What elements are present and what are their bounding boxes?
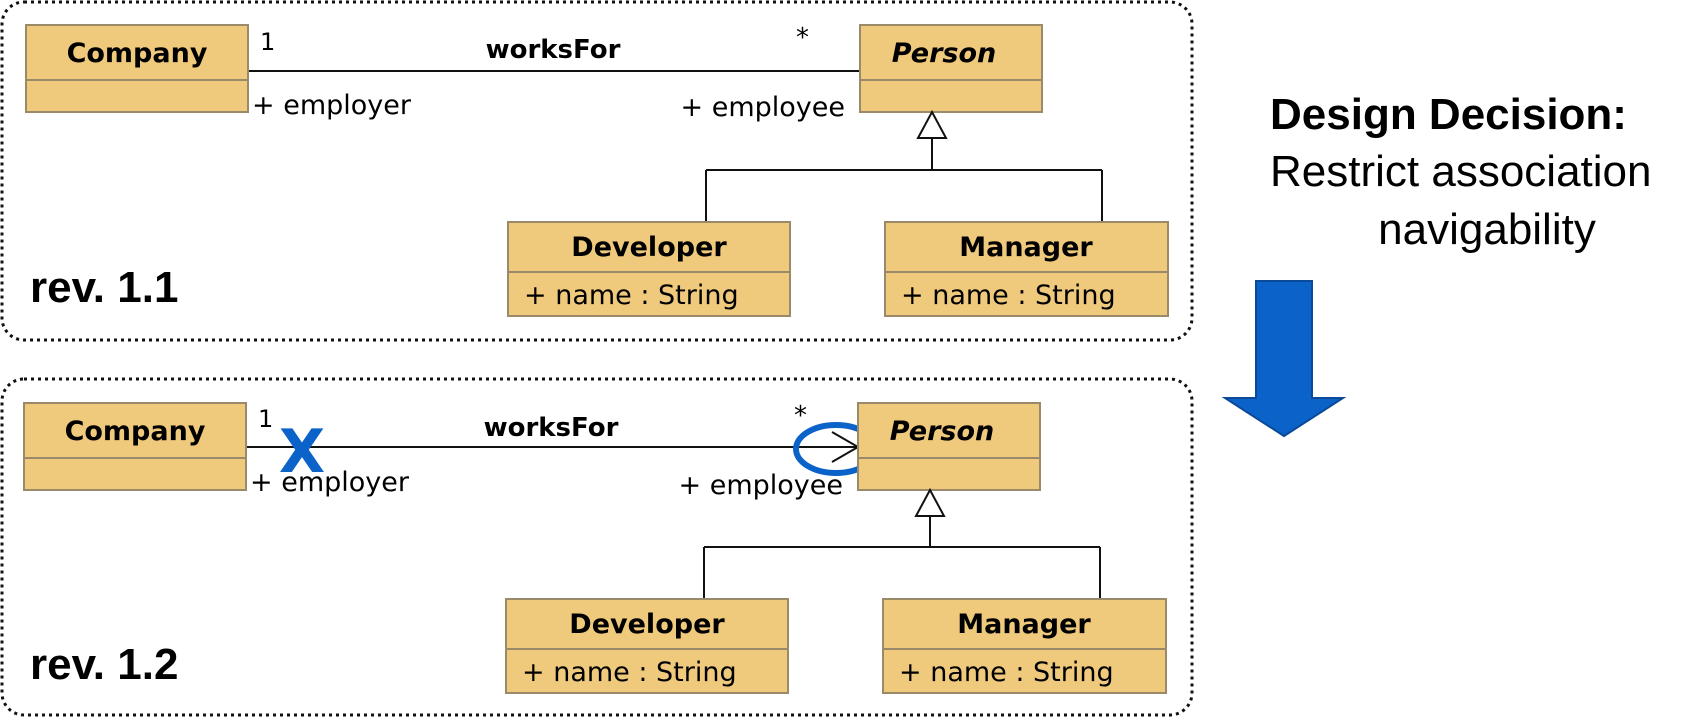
class-name: Manager (959, 232, 1093, 263)
class-name: Company (65, 416, 206, 447)
design-decision-annotation: Design Decision: Restrict association na… (1270, 90, 1651, 254)
non-navigable-x-icon: X (279, 417, 325, 487)
role-employee: + employee (679, 470, 843, 501)
design-decision-description-line-2: navigability (1378, 205, 1596, 254)
design-decision-description-line-1: Restrict association (1270, 147, 1651, 196)
class-name: Manager (957, 609, 1091, 640)
down-arrow-icon (1221, 280, 1347, 438)
panel-rev-1-1: worksFor 1 * + employer + employee Compa… (0, 0, 1194, 342)
revision-label: rev. 1.2 (30, 640, 178, 689)
class-name: Person (892, 38, 997, 69)
class-developer: Developer + name : String (505, 598, 789, 694)
class-person: Person (857, 402, 1041, 491)
panel-rev-1-2: worksFor 1 * + employer + employee X Com… (0, 377, 1194, 717)
class-attribute: + name : String (524, 280, 739, 311)
generalization (705, 109, 1103, 222)
class-attribute: + name : String (899, 657, 1114, 688)
multiplicity-company: 1 (258, 405, 273, 433)
role-employer: + employer (252, 90, 412, 121)
association-name: worksFor (486, 35, 621, 65)
role-employer: + employer (250, 467, 410, 498)
class-developer: Developer + name : String (507, 221, 791, 317)
generalization (703, 487, 1101, 599)
inheritance-triangle-icon (916, 109, 948, 139)
class-company: Company (23, 402, 247, 491)
class-name: Developer (571, 232, 727, 263)
design-decision-title: Design Decision: (1270, 90, 1627, 139)
association-name: worksFor (484, 413, 619, 443)
class-name: Person (890, 416, 995, 447)
panel-border (0, 0, 1194, 342)
inheritance-triangle-icon (914, 487, 946, 517)
revision-label: rev. 1.1 (30, 263, 178, 312)
multiplicity-person: * (796, 23, 809, 53)
class-person: Person (859, 24, 1043, 113)
class-attribute: + name : String (901, 280, 1116, 311)
role-employee: + employee (681, 92, 845, 123)
class-attribute: + name : String (522, 657, 737, 688)
multiplicity-company: 1 (260, 28, 275, 56)
class-manager: Manager + name : String (882, 598, 1167, 694)
panel-border (0, 377, 1194, 717)
class-manager: Manager + name : String (884, 221, 1169, 317)
multiplicity-person: * (794, 401, 807, 431)
class-company: Company (25, 24, 249, 113)
class-name: Developer (569, 609, 725, 640)
class-name: Company (67, 38, 208, 69)
